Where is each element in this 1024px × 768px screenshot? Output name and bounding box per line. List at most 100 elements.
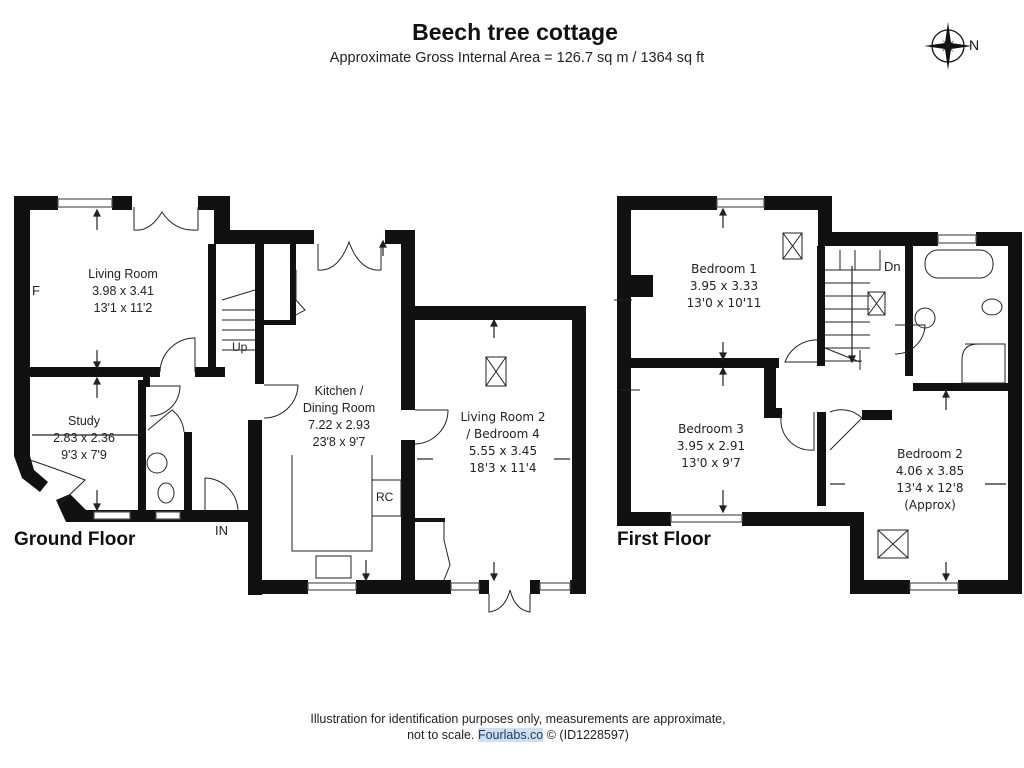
wall [138,380,146,515]
room-label-living-room-2: Living Room 2 / Bedroom 4 5.55 x 3.45 18… [460,409,545,477]
room-size-imperial: 23'8 x 9'7 [312,435,366,449]
room-size-imperial: 13'4 x 12'8 [896,481,964,495]
wall [248,420,262,595]
wall [617,512,671,526]
window [450,582,480,591]
room-label-bedroom-1: Bedroom 1 3.95 x 3.33 13'0 x 10'11 [687,261,762,312]
room-size-metric: 4.06 x 3.85 [895,464,965,478]
wall [30,367,160,377]
wall [401,440,415,590]
room-label-bedroom-3: Bedroom 3 3.95 x 2.91 13'0 x 9'7 [677,421,745,472]
room-size-imperial: 9'3 x 7'9 [61,448,107,462]
wall [817,412,826,506]
wall [479,580,489,594]
window [909,582,959,591]
room-size-metric: 3.98 x 3.41 [92,284,154,298]
wall [905,246,913,376]
window [539,582,571,591]
brand-link[interactable]: Fourlabs.co [477,728,544,742]
room-size-metric: 3.95 x 2.91 [676,439,746,453]
stairs-up-label: Up [232,340,248,354]
wall [764,408,782,418]
room-name: Living Room 2 [460,410,546,424]
window [307,582,357,591]
room-size-metric: 5.55 x 3.45 [468,444,538,458]
wall [617,196,631,526]
room-name-line2: Dining Room [302,401,376,415]
window [57,198,113,208]
wall [913,383,1008,391]
wall [290,244,296,324]
room-name: Kitchen / [314,384,364,398]
first-floor-label: First Floor [617,529,711,550]
room-size-note: (Approx) [904,498,956,512]
wall [214,230,314,244]
room-label-bedroom-2: Bedroom 2 4.06 x 3.85 13'4 x 12'8 (Appro… [896,446,964,514]
wall [862,410,892,420]
wall [401,306,586,320]
wall [184,432,192,516]
room-name: Bedroom 1 [691,262,757,276]
wall [401,580,451,594]
wall [617,196,717,210]
room-name: Living Room [88,267,158,281]
wall [208,244,216,374]
wall [14,196,30,456]
wall [248,580,308,594]
room-size-imperial: 13'1 x 11'2 [93,301,153,315]
wall [572,306,586,594]
wall [530,580,540,594]
room-name: Bedroom 3 [678,422,744,436]
room-size-metric: 7.22 x 2.93 [308,418,370,432]
wall [818,232,938,246]
compass-north-label: N [969,37,980,53]
ground-floor-label: Ground Floor [14,529,136,550]
wall [14,456,48,492]
window [937,234,977,244]
disclaimer-footer: Illustration for identification purposes… [0,711,1024,743]
wall [1008,232,1022,594]
wall [255,244,264,384]
wall [631,358,779,368]
wall [570,580,586,594]
wall [817,246,825,366]
wall [742,512,864,526]
window [155,511,181,520]
fireplace-label: F [32,283,40,298]
room-name-line2: / Bedroom 4 [466,427,540,441]
room-size-metric: 2.83 x 2.36 [53,431,115,445]
window [716,198,765,208]
room-size-imperial: 13'0 x 9'7 [681,456,741,470]
wall [143,377,150,387]
entrance-label: IN [215,523,228,538]
wall [255,320,296,325]
window [93,511,131,520]
wall [850,512,864,594]
copyright-id: © (ID1228597) [546,728,629,742]
fitting-rc-label: RC [376,490,394,504]
room-size-imperial: 18'3 x 11'4 [469,461,537,475]
chimney-breast [631,275,653,297]
wall [958,580,1022,594]
wall [112,196,132,210]
wall [764,362,776,418]
stairs-down-label: Dn [884,259,901,274]
room-label-living-room: Living Room 3.98 x 3.41 13'1 x 11'2 [88,266,157,317]
room-label-kitchen-dining: Kitchen / Dining Room 7.22 x 2.93 23'8 x… [303,383,375,451]
room-label-study: Study 2.83 x 2.36 9'3 x 7'9 [53,413,115,464]
room-size-metric: 3.95 x 3.33 [689,279,759,293]
wall [238,510,254,522]
compass-rose-icon [924,22,972,70]
disclaimer-line-1: Illustration for identification purposes… [310,712,726,726]
window [670,514,743,523]
wall [764,196,832,210]
wall [850,580,910,594]
wall [14,196,58,210]
plan-title: Beech tree cottage [412,19,618,45]
room-name: Bedroom 2 [897,447,963,461]
disclaimer-line-2: not to scale. Fourlabs.co © (ID1228597) [0,727,1024,743]
room-name: Study [68,414,100,428]
disclaimer-prefix: not to scale. [407,728,475,742]
room-size-imperial: 13'0 x 10'11 [686,296,762,310]
